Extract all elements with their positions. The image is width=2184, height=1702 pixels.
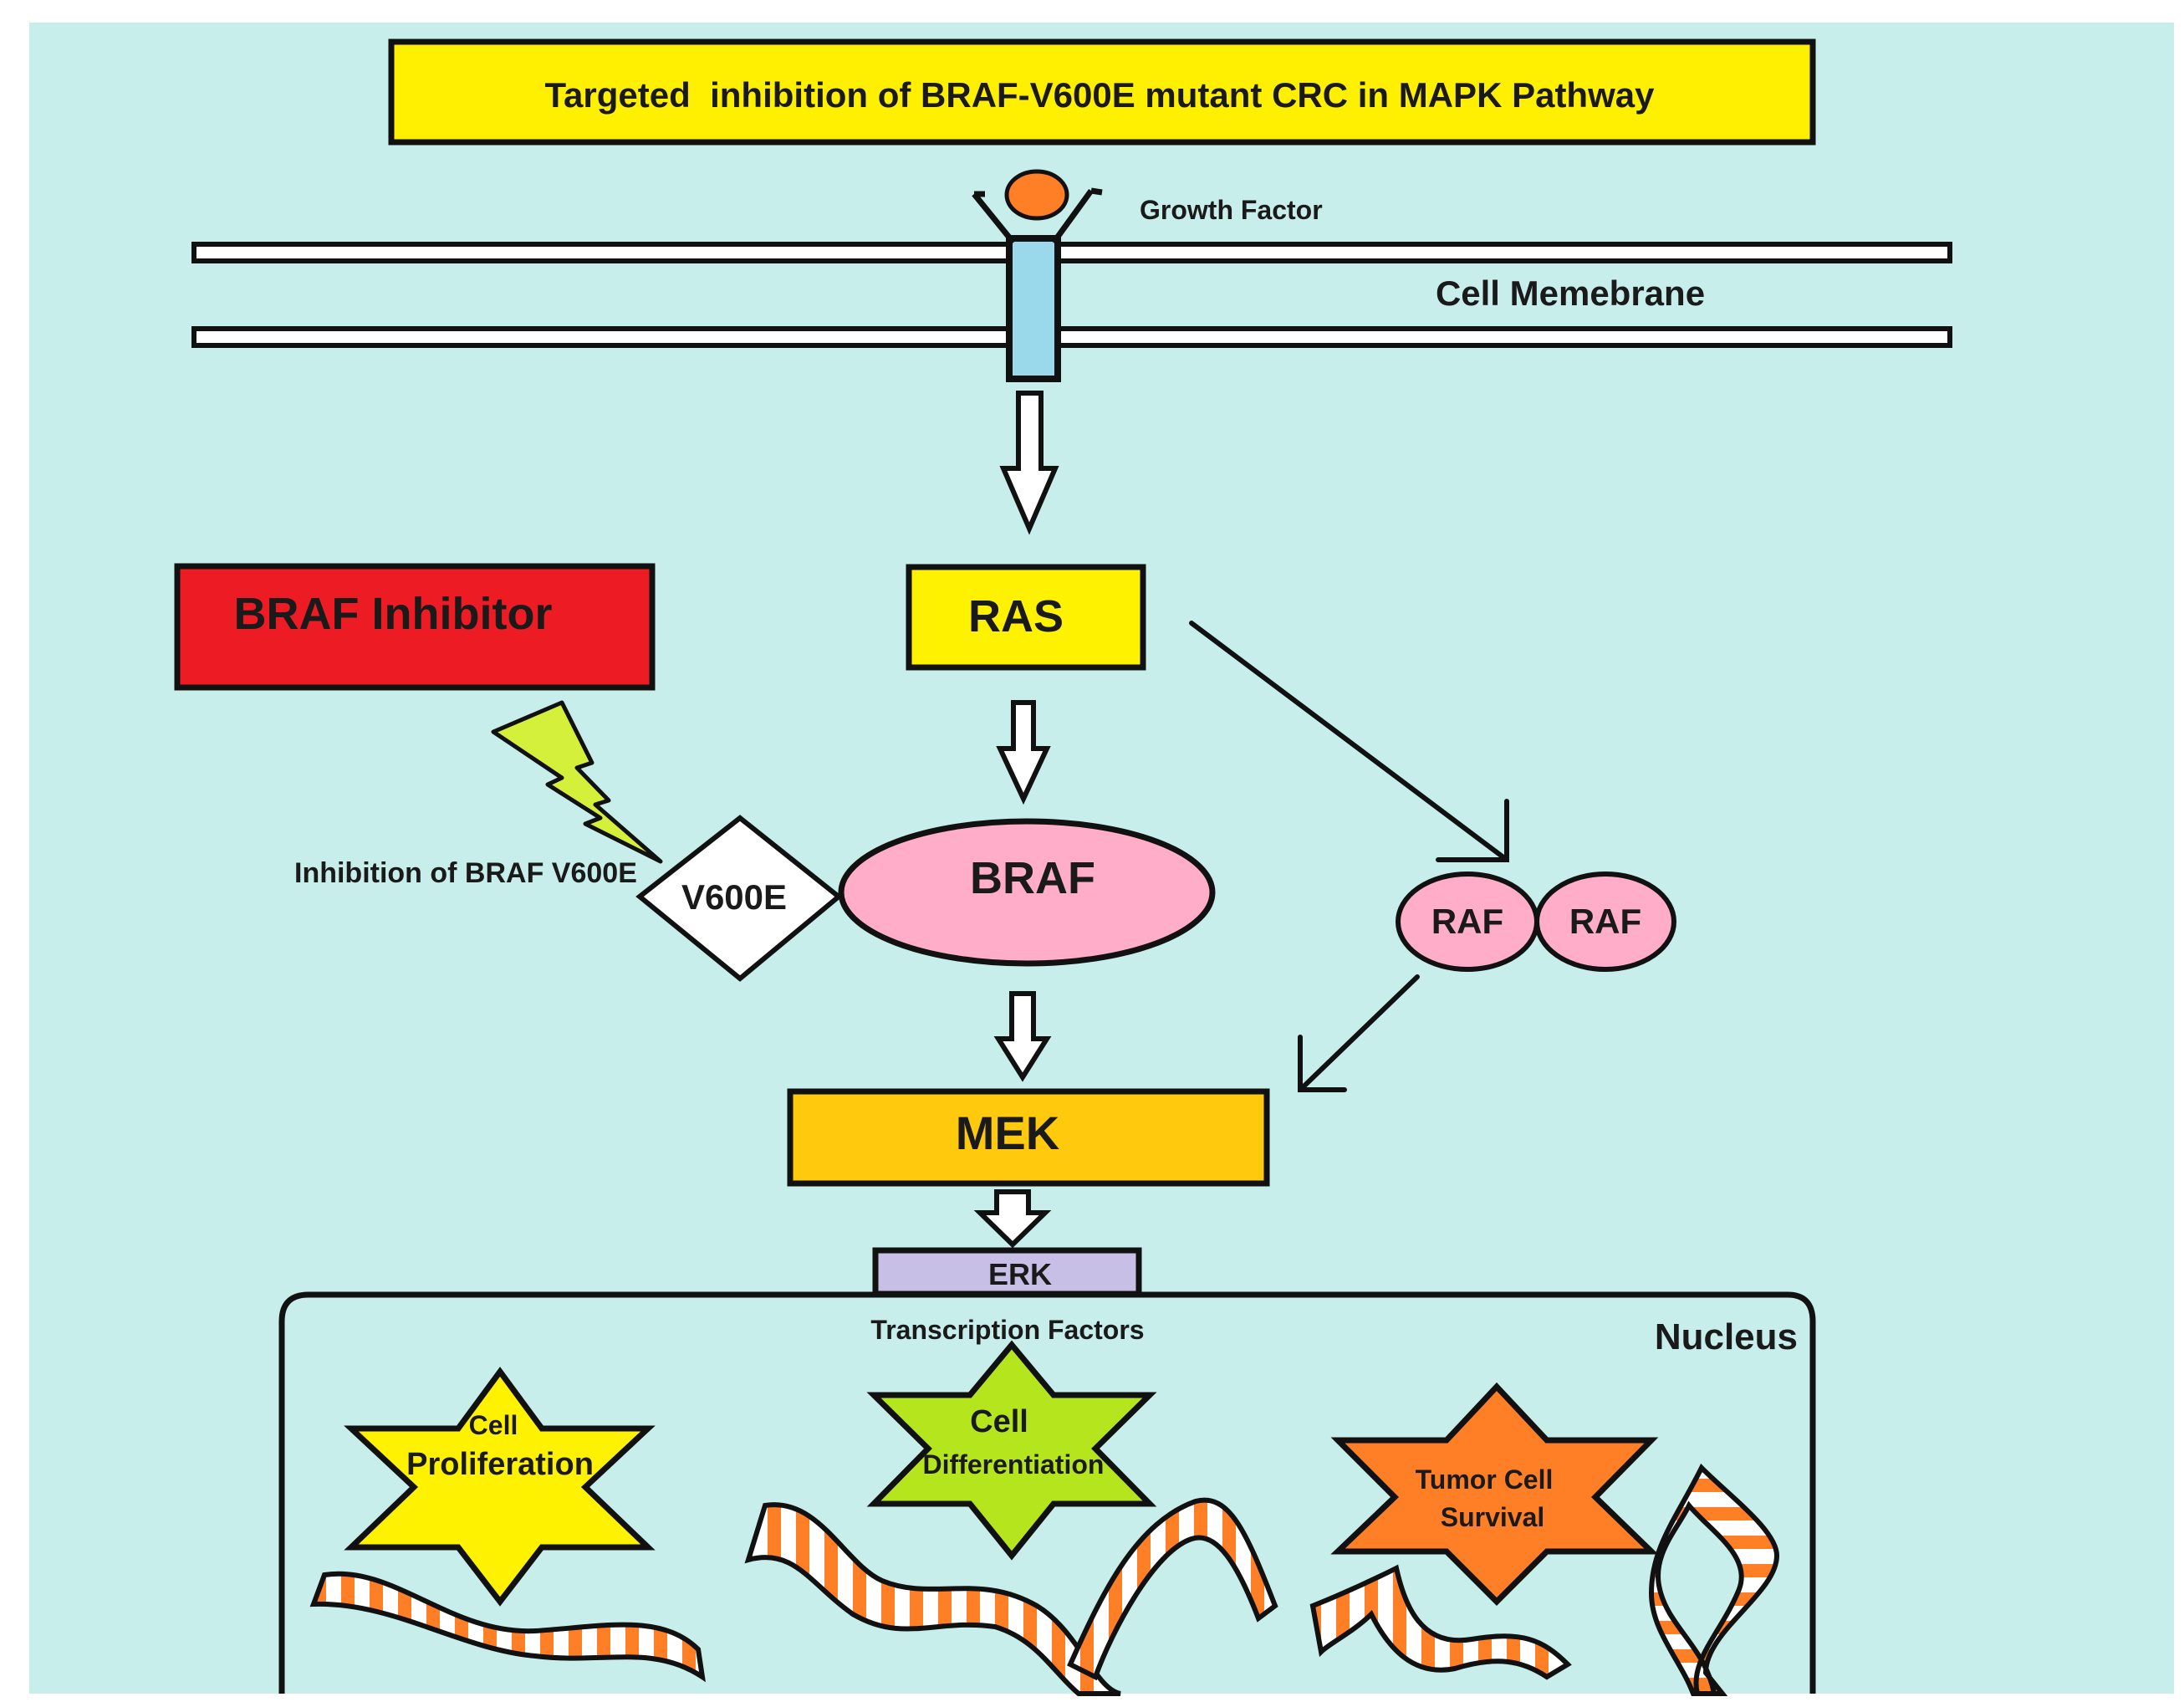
braf-ellipse — [838, 818, 1216, 967]
nucleus-label: Nucleus — [1655, 1316, 1798, 1357]
survival-label-line1: Tumor Cell — [1416, 1464, 1554, 1495]
arrow-raf-to-mek — [1298, 974, 1420, 1092]
raf-right-ellipse — [1534, 871, 1676, 972]
raf-right-label: RAF — [1569, 902, 1641, 941]
erk-label: ERK — [988, 1257, 1052, 1291]
lightning-bolt-icon — [491, 700, 663, 864]
survival-star-icon — [1330, 1382, 1659, 1606]
arrow-ras-to-braf — [996, 700, 1051, 805]
nucleus-outline — [278, 1291, 1816, 1694]
cell-membrane — [191, 242, 1952, 348]
braf-label: BRAF — [970, 853, 1095, 903]
v600e-diamond — [635, 815, 843, 982]
inhibition-label: Inhibition of BRAF V600E — [294, 857, 637, 889]
page-title: Targeted inhibition of BRAF-V600E mutant… — [545, 75, 1656, 115]
dna-strand-middle-icon — [744, 1497, 1278, 1696]
dna-strand-left-icon — [309, 1571, 706, 1683]
proliferation-star-icon — [344, 1367, 656, 1607]
receptor — [972, 187, 1103, 382]
mek-label: MEK — [956, 1107, 1059, 1159]
growth-factor-icon — [1004, 169, 1069, 221]
raf-left-label: RAF — [1431, 902, 1503, 941]
ras-box — [906, 564, 1146, 671]
ras-label: RAS — [968, 591, 1064, 641]
proliferation-label-line2: Proliferation — [406, 1447, 594, 1482]
arrow-braf-to-mek — [993, 991, 1052, 1082]
title-box — [388, 38, 1816, 146]
arrow-ras-to-raf — [1189, 621, 1509, 862]
differentiation-label-line2: Differentiation — [923, 1449, 1105, 1480]
braf-inhibitor-box — [174, 563, 656, 691]
mek-box — [787, 1088, 1270, 1187]
proliferation-label-line1: Cell — [469, 1410, 518, 1440]
differentiation-label-line1: Cell — [970, 1404, 1028, 1439]
growth-factor-label: Growth Factor — [1140, 195, 1323, 225]
braf-inhibitor-label: BRAF Inhibitor — [234, 589, 553, 639]
arrow-mek-to-erk — [973, 1189, 1052, 1249]
differentiation-star-icon — [866, 1340, 1157, 1561]
dna-strand-right-icon — [1309, 1463, 1780, 1696]
erk-box — [872, 1247, 1142, 1297]
arrow-receptor-to-ras — [999, 391, 1059, 535]
cell-membrane-label: Cell Memebrane — [1436, 273, 1705, 313]
v600e-label: V600E — [681, 877, 787, 917]
transcription-factors-label: Transcription Factors — [870, 1315, 1144, 1345]
survival-label-line2: Survival — [1441, 1502, 1545, 1532]
